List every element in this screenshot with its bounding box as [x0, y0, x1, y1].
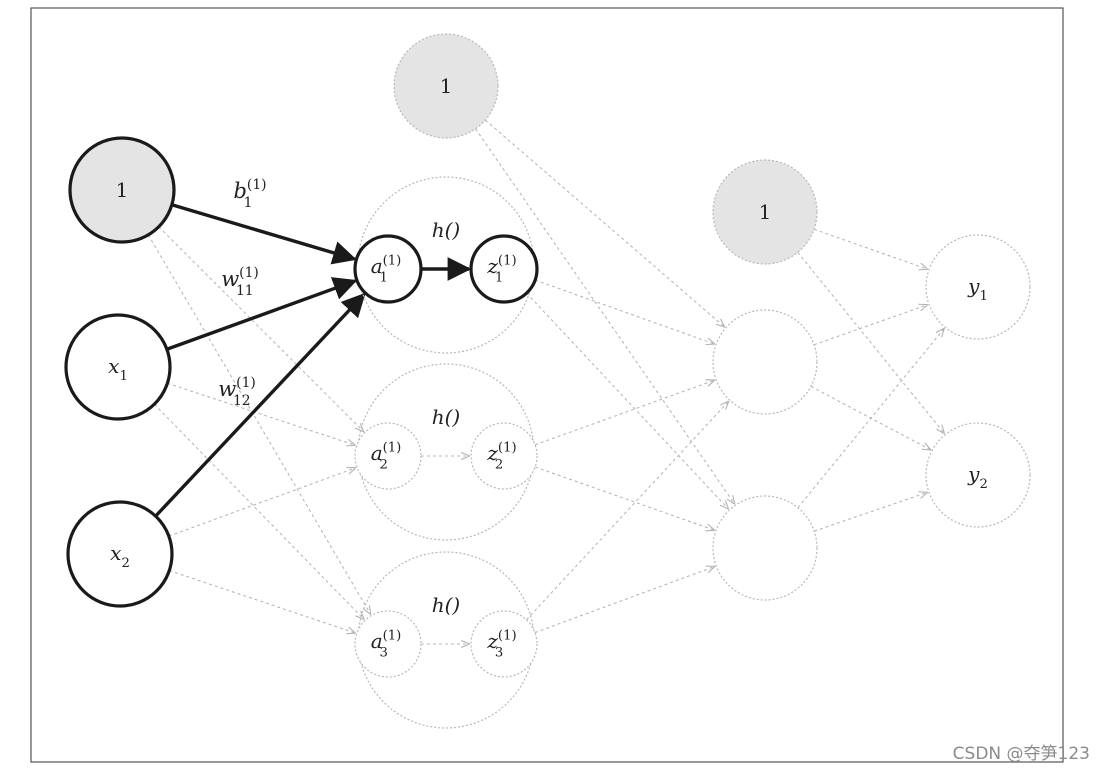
node-l2a	[712, 309, 818, 415]
edge-bias_in-to-a3	[147, 234, 370, 614]
watermark: CSDN @夺笋123	[952, 744, 1090, 764]
edge-label-w12: w(1)12	[218, 375, 256, 409]
edge-z3-to-l2b	[534, 567, 714, 634]
node-z1	[469, 234, 539, 304]
edge-l2a-to-y1	[813, 305, 927, 346]
edge-bias_h2-to-y1	[813, 228, 927, 269]
edge-z2-to-l2a	[534, 380, 714, 446]
node-z1-label: z(1)1	[486, 254, 516, 286]
node-x1	[64, 313, 172, 421]
edge-z3-to-l2a	[526, 402, 728, 621]
node-z3-label: z(1)3	[486, 629, 516, 661]
node-x2	[66, 500, 174, 608]
node-a3-label: a(1)3	[371, 629, 402, 661]
edge-x2-to-a1-highlight	[154, 292, 366, 518]
edge-z2-to-l2b	[534, 466, 714, 530]
edge-labels: b(1)1 w(1)11 w(1)12	[218, 177, 266, 409]
faint-connections	[147, 119, 944, 644]
node-y2-label: y2	[967, 462, 988, 492]
edge-bias_in-to-a2	[158, 226, 363, 431]
edge-x2-to-a3	[169, 570, 355, 633]
edge-bias_h2-to-y2	[797, 252, 944, 433]
node-hidden-bias-label: 1	[440, 74, 453, 98]
node-x1-label: x1	[108, 354, 128, 384]
node-hidden-bias	[393, 33, 499, 139]
node-a1	[353, 234, 423, 304]
edge-label-b1: b(1)1	[233, 177, 266, 211]
node-y1	[925, 234, 1031, 340]
node-layer2-bias	[712, 159, 818, 265]
node-bias_in-label: 1	[116, 178, 129, 202]
edge-x1-to-a2	[167, 382, 354, 445]
edge-z1-to-l2b	[526, 292, 729, 508]
node-y2	[925, 422, 1031, 528]
node-z2	[470, 422, 538, 490]
node-z2-label: z(1)2	[486, 441, 516, 473]
network-nodes: 1 x1 x2 1 h() a(1)1 z(1)1 h() a(1)2 z(1)2 h() a(1)3…	[64, 33, 1031, 729]
node-l2b	[712, 495, 818, 601]
edge-l2b-to-y2	[814, 493, 927, 532]
edge-bias_h1-to-l2b	[475, 128, 735, 504]
activation-func-label-2: h()	[432, 405, 461, 429]
node-bias_in	[68, 136, 176, 244]
node-a2	[354, 422, 422, 490]
edge-x2-to-a2	[168, 468, 355, 537]
edge-x1-to-a1-highlight	[166, 277, 358, 351]
activation-func-label-3: h()	[432, 593, 461, 617]
node-y1-label: y1	[967, 274, 988, 304]
node-a1-label: a(1)1	[371, 254, 402, 286]
edge-label-w11: w(1)11	[221, 265, 259, 299]
node-z3	[470, 610, 538, 678]
edge-z1-to-l2a	[534, 279, 714, 344]
node-layer2-bias-label: 1	[759, 200, 772, 224]
edge-bias_h1-to-l2a	[484, 119, 724, 327]
activation-func-label-1: h()	[432, 218, 461, 242]
node-a2-label: a(1)2	[371, 441, 402, 473]
highlighted-connections	[154, 203, 472, 518]
edge-l2b-to-y1	[797, 329, 944, 509]
edge-x1-to-a3	[153, 403, 363, 619]
node-a3	[354, 610, 422, 678]
diagram-frame	[30, 7, 1064, 763]
edge-bias_in-to-a1-highlight	[171, 203, 357, 265]
node-x2-label: x2	[110, 541, 130, 571]
